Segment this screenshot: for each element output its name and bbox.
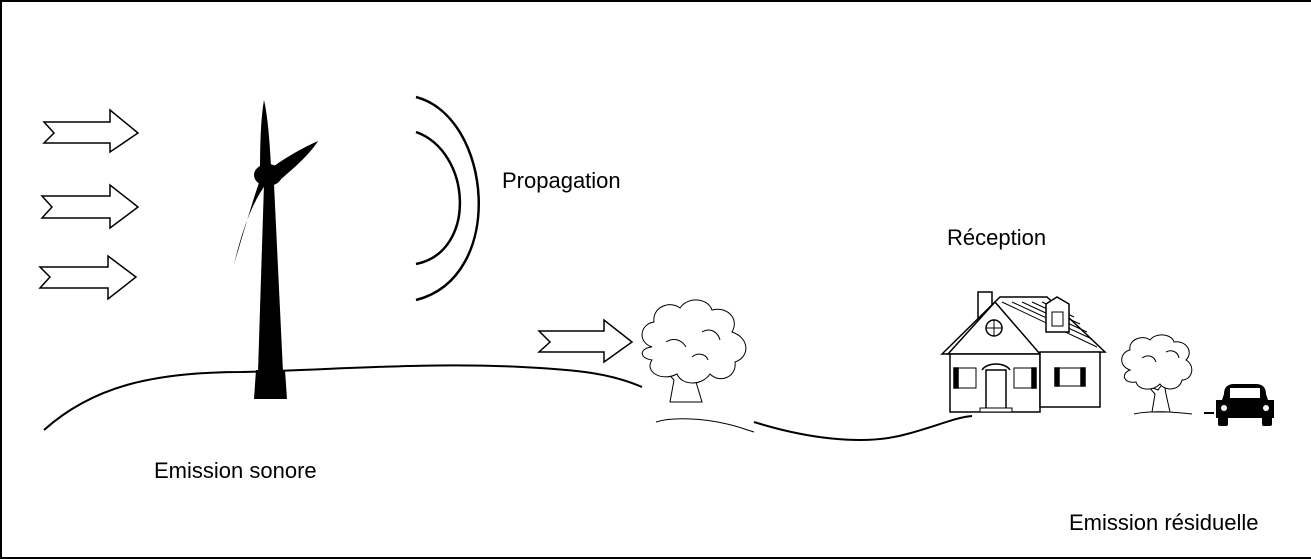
- wind-turbine-icon: [234, 100, 318, 399]
- ground-line-valley: [753, 415, 973, 441]
- tree-icon: [641, 299, 755, 433]
- sound-wave-icon: [415, 95, 480, 302]
- emission-sonore-label: Emission sonore: [154, 458, 317, 483]
- wind-arrow-icon: [38, 254, 138, 301]
- emission-residuelle-label: Emission résiduelle: [1069, 510, 1259, 535]
- reception-label: Réception: [947, 225, 1047, 250]
- sound-wave-icon: [415, 130, 462, 266]
- tree-icon: [1121, 334, 1193, 415]
- car-icon: [1216, 384, 1274, 426]
- wind-arrow-icon: [537, 318, 634, 364]
- propagation-label: Propagation: [502, 168, 621, 193]
- wind-arrow-icon: [40, 183, 140, 230]
- ground-line: [43, 364, 643, 431]
- house-icon: [940, 291, 1107, 413]
- wind-arrow-icon: [42, 108, 140, 154]
